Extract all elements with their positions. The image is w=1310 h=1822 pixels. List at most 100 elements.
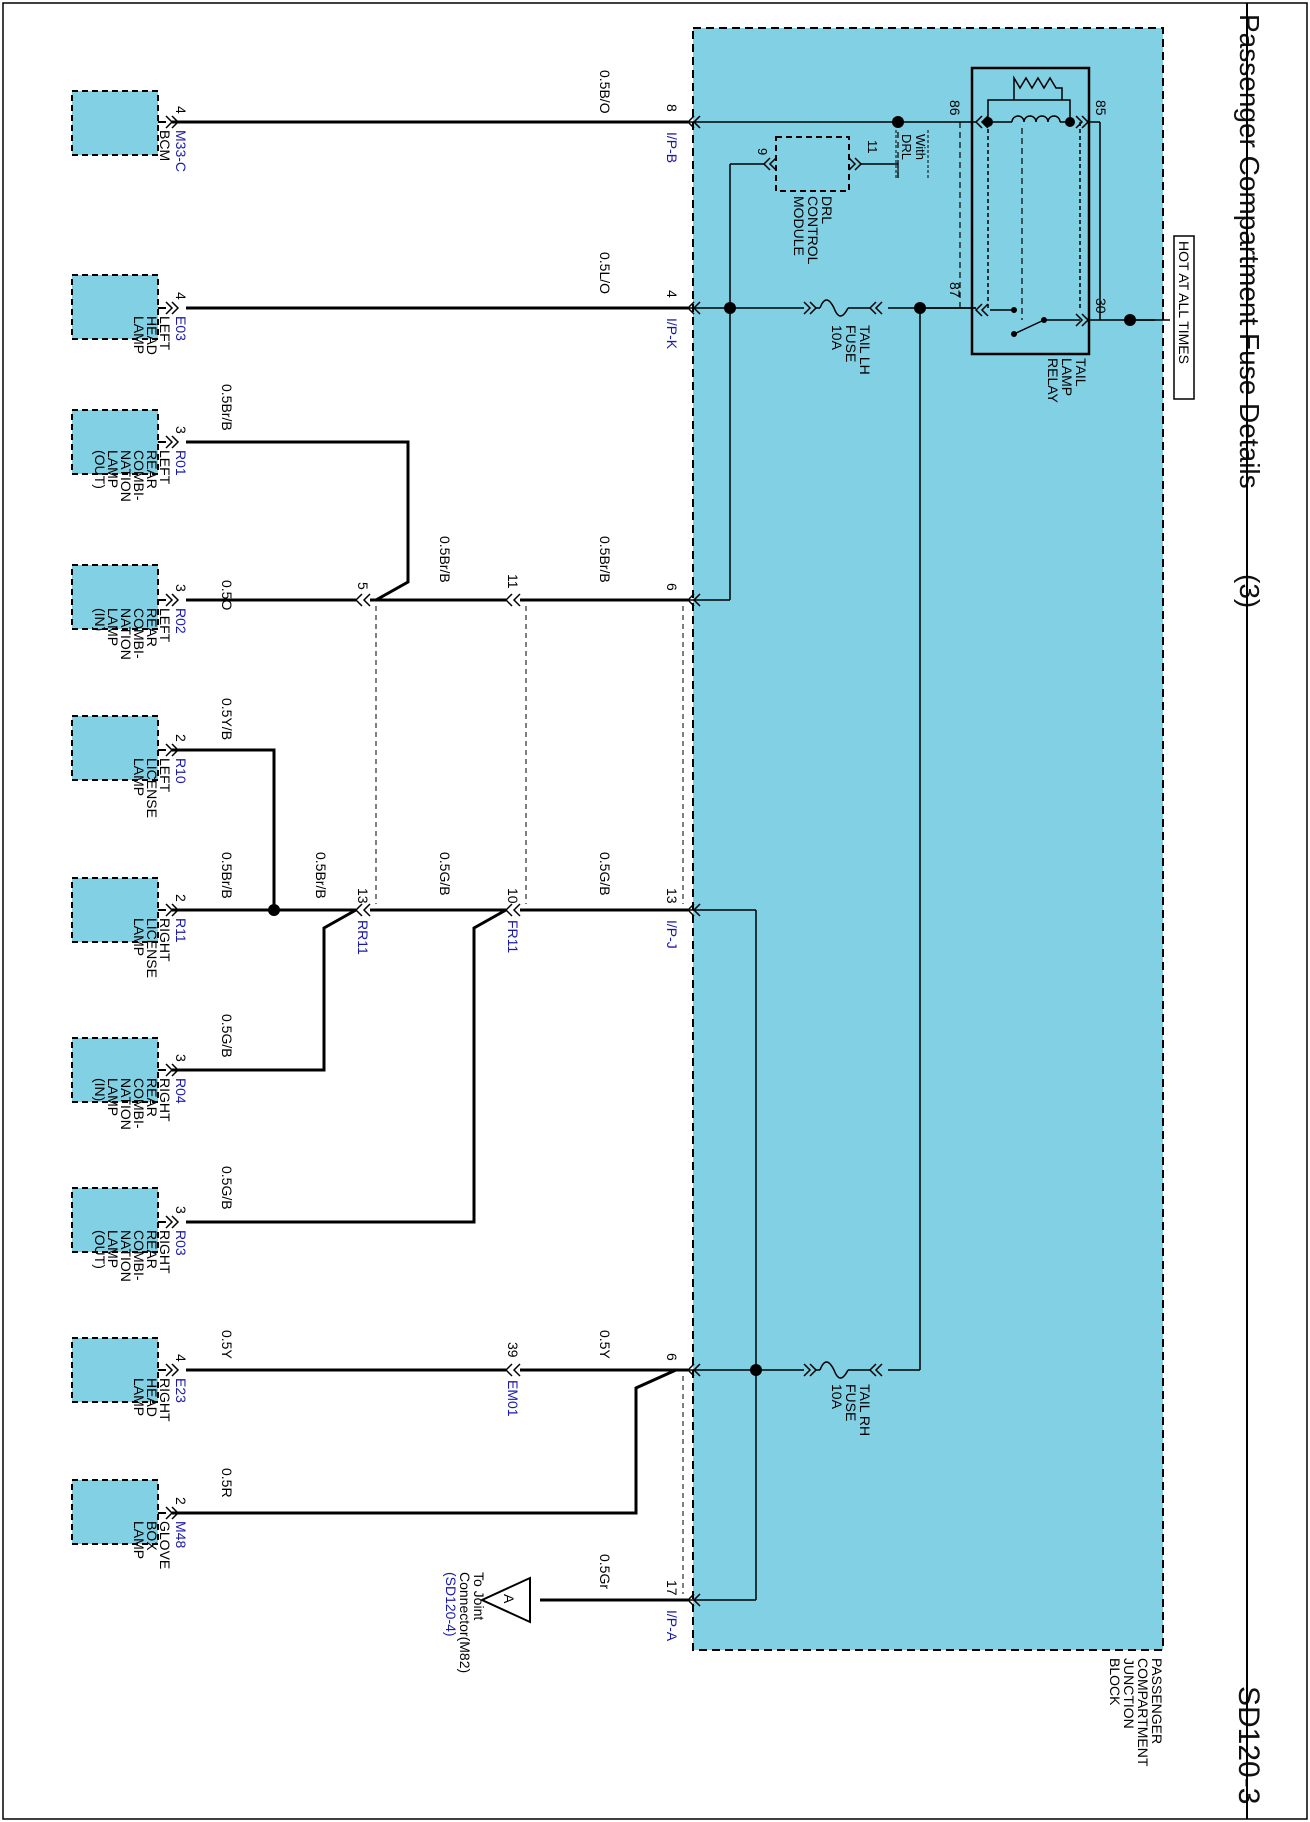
- svg-text:0.5Y: 0.5Y: [219, 1330, 235, 1359]
- component-name-line: (OUT): [92, 1230, 108, 1269]
- component-name-line: RIGHT: [157, 1378, 173, 1422]
- svg-text:0.5G/B: 0.5G/B: [597, 852, 613, 896]
- component-name-line: (OUT): [92, 450, 108, 489]
- component-name-line: LAMP: [131, 316, 147, 354]
- component-name-line: LAMP: [105, 1230, 121, 1268]
- component-connector: R11: [173, 918, 189, 943]
- svg-text:0.5Br/B: 0.5Br/B: [219, 852, 235, 899]
- svg-text:0.5Y/B: 0.5Y/B: [219, 698, 235, 740]
- component-pin: 2: [173, 1497, 189, 1505]
- svg-text:JUNCTION: JUNCTION: [1121, 1658, 1137, 1729]
- component-name-line: RIGHT: [157, 1078, 173, 1122]
- svg-text:FUSE: FUSE: [843, 1384, 859, 1421]
- component-name-line: REAR: [144, 1078, 160, 1117]
- component-pin: 2: [173, 734, 189, 742]
- svg-text:0.5B/O: 0.5B/O: [597, 70, 613, 114]
- svg-text:11: 11: [865, 140, 880, 154]
- component-name-line: LEFT: [157, 608, 173, 643]
- svg-text:10A: 10A: [829, 325, 845, 351]
- junction-dot-ipk: [724, 302, 736, 314]
- component-name-line: REAR: [144, 450, 160, 489]
- svg-text:DRL: DRL: [899, 134, 914, 160]
- svg-text:0.5Br/B: 0.5Br/B: [437, 536, 453, 583]
- component-name-line: LEFT: [157, 316, 173, 351]
- component-name-line: LAMP: [131, 1378, 147, 1416]
- svg-text:FUSE: FUSE: [843, 325, 859, 362]
- component-box: [71, 715, 159, 781]
- component-box: [71, 274, 159, 340]
- component-name-line: LAMP: [131, 1521, 147, 1559]
- junction-dot-relay-30: [1124, 314, 1136, 326]
- junction-dot-relay-86: [892, 116, 904, 128]
- inline-connector-labels: 5 11 13 10 RR11 FR11 39 EM01: [355, 574, 521, 1417]
- svg-text:85: 85: [1093, 100, 1109, 116]
- component-pin: 3: [173, 584, 189, 592]
- component-name-line: (IN): [92, 1078, 108, 1101]
- component-pin-chevron: [165, 903, 180, 917]
- svg-text:11: 11: [505, 574, 521, 589]
- component-name-line: NATION: [118, 608, 134, 660]
- svg-text:8: 8: [664, 104, 680, 112]
- svg-text:I/P-A: I/P-A: [664, 1610, 680, 1642]
- svg-text:39: 39: [505, 1342, 521, 1358]
- drl-wiring: [729, 163, 898, 600]
- component-name-line: NATION: [118, 1230, 134, 1282]
- svg-text:HOT AT ALL TIMES: HOT AT ALL TIMES: [1176, 241, 1192, 364]
- component-pin-chevron: [165, 1063, 180, 1077]
- svg-text:17: 17: [664, 1580, 680, 1596]
- component-name-line: REAR: [144, 608, 160, 647]
- svg-text:0.5G/B: 0.5G/B: [437, 852, 453, 896]
- component-connector: R10: [173, 758, 189, 784]
- svg-text:30: 30: [1093, 298, 1109, 314]
- svg-text:0.5Y: 0.5Y: [597, 1330, 613, 1359]
- svg-text:FR11: FR11: [505, 920, 521, 953]
- component-connector: R04: [173, 1078, 189, 1104]
- component-name-line: LEFT: [157, 450, 173, 485]
- component-name-line: LEFT: [157, 758, 173, 793]
- svg-text:4: 4: [664, 290, 680, 298]
- component-box: [71, 90, 159, 156]
- component-name-line: RIGHT: [157, 918, 173, 962]
- svg-text:13: 13: [355, 888, 371, 904]
- component-name-line: BOX: [144, 1521, 160, 1551]
- component-name-line: LICENSE: [144, 918, 160, 978]
- component-name-line: LAMP: [105, 608, 121, 646]
- component-name-line: COMBI-: [131, 1078, 147, 1129]
- component-connector: E03: [173, 316, 189, 341]
- hot-at-all-times-label: HOT AT ALL TIMES: [1173, 235, 1195, 400]
- junction-dot-license: [268, 904, 280, 916]
- component-name-line: NATION: [118, 1078, 134, 1130]
- svg-text:0.5Br/B: 0.5Br/B: [313, 852, 329, 899]
- junction-block-name: PASSENGER COMPARTMENT JUNCTION BLOCK: [1107, 1658, 1165, 1767]
- component-list: 4M33-CBCM4E03LEFTHEADLAMP3R01LEFTREARCOM…: [71, 90, 189, 1569]
- component-pin: 4: [173, 292, 189, 300]
- component-name-line: HEAD: [144, 1378, 160, 1417]
- svg-text:RELAY: RELAY: [1045, 358, 1061, 404]
- component-pin-chevron: [165, 115, 180, 129]
- component-name-line: LAMP: [131, 758, 147, 796]
- svg-text:DRL: DRL: [819, 196, 835, 224]
- svg-text:0.5O: 0.5O: [219, 580, 235, 610]
- svg-text:6: 6: [664, 1353, 680, 1361]
- jb-connector-ipa: 17 I/P-A: [664, 1580, 701, 1642]
- svg-text:0.5G/B: 0.5G/B: [219, 1166, 235, 1210]
- component-pin-chevron: [165, 1215, 180, 1229]
- component-connector: M33-C: [173, 130, 189, 172]
- component-box: [71, 409, 159, 475]
- svg-text:TAIL LH: TAIL LH: [857, 325, 873, 375]
- svg-text:86: 86: [947, 100, 963, 116]
- svg-text:A: A: [501, 1594, 517, 1604]
- svg-text:LAMP: LAMP: [1059, 358, 1075, 396]
- junction-block: [692, 27, 1164, 1651]
- svg-text:MODULE: MODULE: [791, 196, 807, 256]
- component-connector: E23: [173, 1378, 189, 1403]
- harness-wires: [172, 120, 688, 1602]
- svg-text:0.5Br/B: 0.5Br/B: [219, 384, 235, 431]
